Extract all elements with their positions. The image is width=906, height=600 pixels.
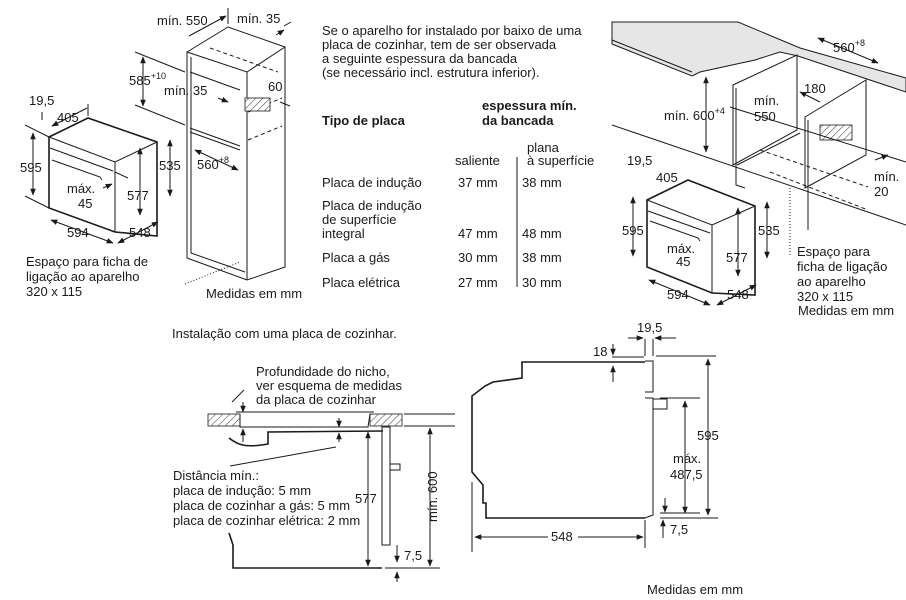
r-socket-note-line: Espaço para (797, 244, 871, 259)
r-dim-595: 595 (622, 223, 644, 238)
distance-note-line: placa de cozinhar a gás: 5 mm (173, 498, 350, 513)
niche-note-line: Profundidade do nicho, (256, 364, 390, 379)
r-dim-577: 577 (726, 250, 748, 265)
dim-405: 405 (57, 110, 79, 125)
socket-note-line: 320 x 115 (26, 284, 82, 299)
table-subheader-flush: à superfície (527, 153, 594, 168)
right-oven-isometric (646, 179, 756, 296)
under-counter-cabinet (611, 54, 906, 255)
r-dim-min-20-label: mín. (874, 169, 899, 184)
row-protruding: 47 mm (458, 226, 498, 241)
row-type: de superfície (322, 212, 396, 227)
r-dim-19-5: 19,5 (627, 153, 652, 168)
r-dim-max-45: 45 (676, 254, 690, 269)
dim-60: 60 (268, 79, 282, 94)
hob-section-drawing (207, 389, 455, 582)
intro-line: (se necessário incl. estrutura inferior)… (322, 65, 539, 80)
tall-cabinet-dimensions (134, 8, 292, 171)
r-dim-548: 548 (727, 287, 749, 302)
dim-min-35-mid: mín. 35 (164, 83, 207, 98)
dim-max-45: 45 (78, 196, 92, 211)
side-dim-19-5: 19,5 (637, 320, 662, 335)
r-dim-min-label: mín. (754, 93, 779, 108)
niche-note-line: da placa de cozinhar (256, 392, 377, 407)
r-dim-min-600: mín. 600+4 (664, 106, 725, 123)
row-type: Placa de indução (322, 198, 422, 213)
side-units-label: Medidas em mm (647, 582, 743, 597)
dim-594: 594 (67, 225, 89, 240)
distance-note-line: placa de cozinhar elétrica: 2 mm (173, 513, 360, 528)
r-dim-min-550: 550 (754, 109, 776, 124)
distance-note-line: placa de indução: 5 mm (173, 483, 311, 498)
row-type: Placa elétrica (322, 275, 401, 290)
dim-585: 585+10 (129, 71, 166, 88)
dim-19-5: 19,5 (29, 93, 54, 108)
r-units-label: Medidas em mm (798, 303, 894, 318)
table-subheader-flush: plana (527, 140, 560, 155)
row-flush: 30 mm (522, 275, 562, 290)
table-row: Placa elétrica 27 mm 30 mm (322, 275, 562, 290)
row-type: integral (322, 226, 365, 241)
dim-min-35-top: mín. 35 (237, 11, 280, 26)
r-socket-note-line: ao aparelho (797, 274, 866, 289)
table-row: Placa a gás 30 mm 38 mm (322, 250, 562, 265)
hob-dim-577: 577 (355, 491, 377, 506)
table-subheader-protruding: saliente (455, 153, 500, 168)
dim-label-bg (548, 528, 578, 544)
hob-section-title: Instalação com uma placa de cozinhar. (172, 326, 397, 341)
dim-548: 548 (129, 225, 151, 240)
intro-line: a seguinte espessura da bancada (322, 51, 518, 66)
row-flush: 38 mm (522, 250, 562, 265)
dim-577: 577 (127, 188, 149, 203)
dim-min-550: mín. 550 (157, 13, 208, 28)
dim-595: 595 (20, 160, 42, 175)
right-dimensions (630, 37, 889, 306)
table-header-type: Tipo de placa (322, 113, 406, 128)
r-dim-535: 535 (758, 223, 780, 238)
side-view-drawing (471, 335, 718, 552)
intro-line: placa de cozinhar, tem de ser observada (322, 37, 557, 52)
niche-note-line: ver esquema de medidas (256, 378, 402, 393)
side-dim-18: 18 (593, 344, 607, 359)
row-flush: 38 mm (522, 175, 562, 190)
hob-dim-7-5: 7,5 (404, 548, 422, 563)
side-dim-548: 548 (551, 529, 573, 544)
r-dim-560: 560+8 (833, 38, 865, 55)
table-header-thickness: espessura mín. (482, 98, 577, 113)
r-socket-note-line: 320 x 115 (797, 289, 853, 304)
socket-note-line: Espaço para ficha de (26, 254, 148, 269)
table-header-thickness: da bancada (482, 113, 554, 128)
row-type: Placa de indução (322, 175, 422, 190)
left-oven-dimensions (24, 104, 173, 244)
row-protruding: 30 mm (458, 250, 498, 265)
dim-max-label: máx. (67, 181, 95, 196)
r-dim-405: 405 (656, 170, 678, 185)
r-dim-594: 594 (667, 287, 689, 302)
hob-dim-min-600: mín. 600 (425, 471, 440, 522)
intro-line: Se o aparelho for instalado por baixo de… (322, 23, 582, 38)
countertop (611, 21, 906, 93)
side-dim-595: 595 (697, 428, 719, 443)
r-dim-180: 180 (804, 81, 826, 96)
side-dim-487-5: 487,5 (670, 467, 703, 482)
dim-535: 535 (159, 158, 181, 173)
socket-note-line: ligação ao aparelho (26, 269, 139, 284)
table-row: Placa de indução de superfície integral … (322, 198, 562, 241)
r-socket-note-line: ficha de ligação (797, 259, 887, 274)
distance-note-line: Distância mín.: (173, 468, 259, 483)
row-protruding: 37 mm (458, 175, 498, 190)
side-dim-max-label: máx. (673, 451, 701, 466)
row-flush: 48 mm (522, 226, 562, 241)
tall-cabinet (184, 26, 286, 285)
side-dim-7-5: 7,5 (670, 522, 688, 537)
row-protruding: 27 mm (458, 275, 498, 290)
left-oven-isometric (48, 117, 158, 237)
row-type: Placa a gás (322, 250, 390, 265)
r-dim-min-20: 20 (874, 184, 888, 199)
r-dim-max-label: máx. (667, 241, 695, 256)
units-label: Medidas em mm (206, 286, 302, 301)
dim-560: 560+8 (197, 155, 229, 172)
table-row: Placa de indução 37 mm 38 mm (322, 175, 562, 190)
